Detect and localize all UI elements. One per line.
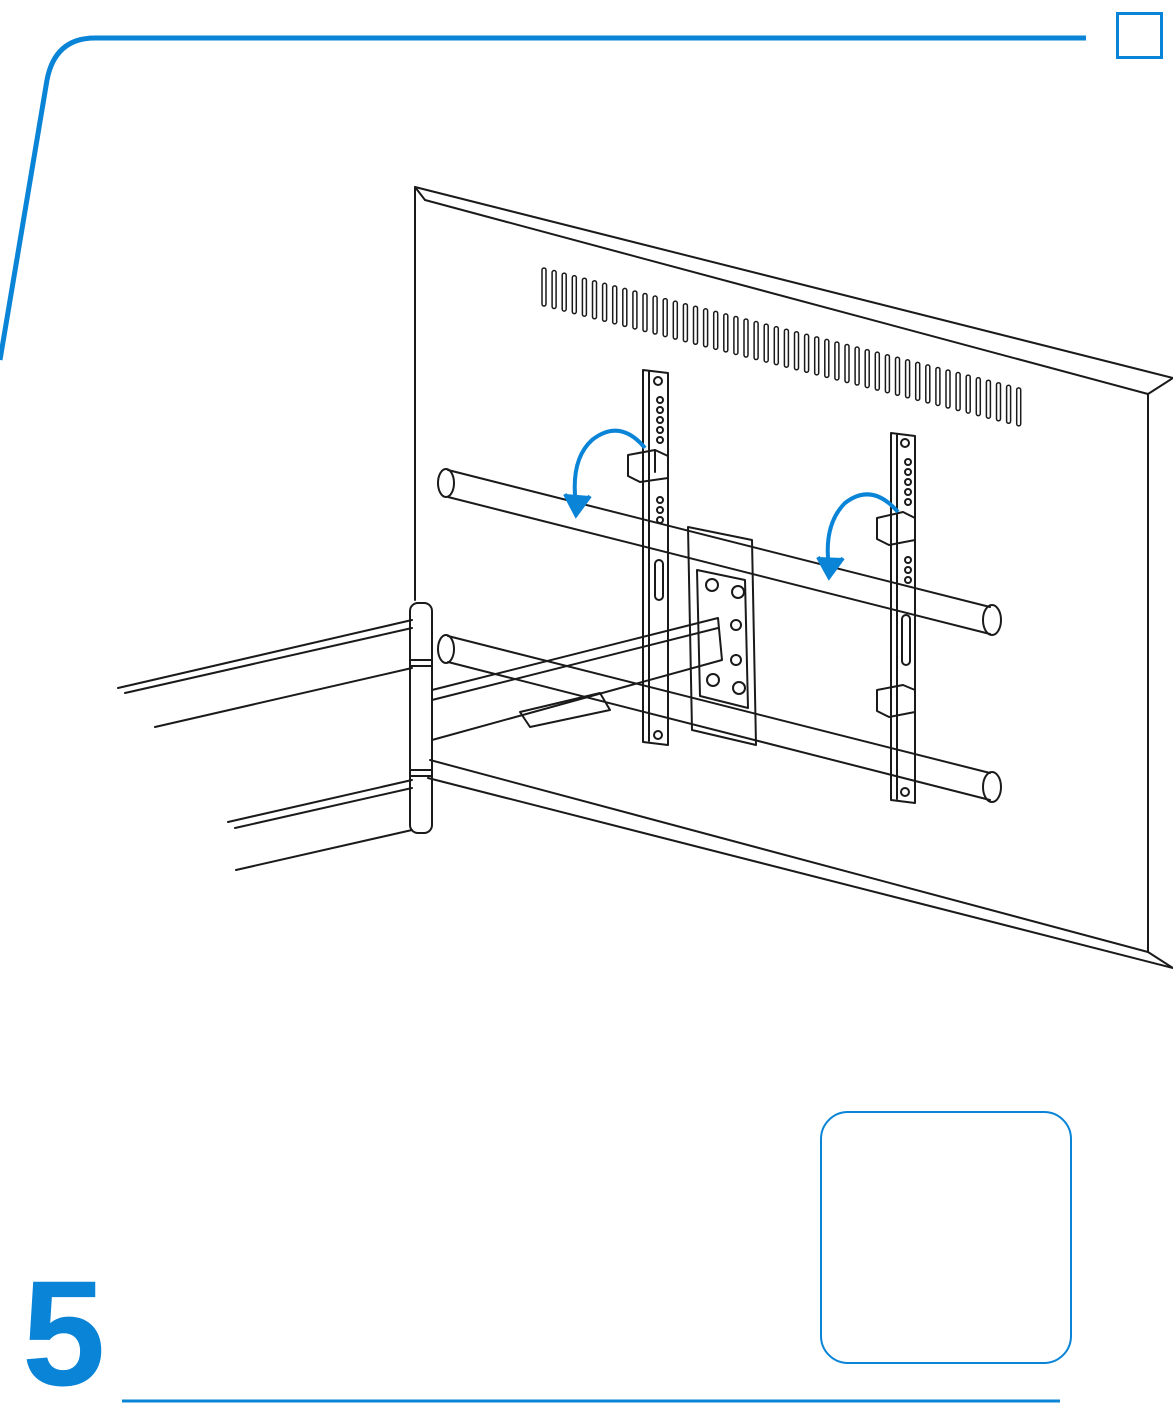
vent-slot <box>723 313 729 353</box>
vent-slot <box>712 310 719 351</box>
vent-slot <box>925 364 931 404</box>
two-person-icon-frame <box>820 1111 1072 1364</box>
vent-slot <box>854 346 860 386</box>
vent-slot <box>632 290 638 330</box>
vent-slot <box>672 300 679 340</box>
vent-slot <box>813 336 820 376</box>
checkbox-icon[interactable] <box>1116 12 1163 59</box>
vent-slot <box>834 341 840 381</box>
vent-slot <box>601 282 608 323</box>
vent-slot <box>692 305 699 345</box>
vent-slot <box>753 320 759 361</box>
vent-slot <box>864 348 870 389</box>
vent-slot <box>662 297 668 338</box>
horizontal-rail-top <box>437 468 1002 636</box>
vent-slot <box>904 359 911 399</box>
vent-slot <box>935 366 941 407</box>
vent-slot <box>1015 387 1022 427</box>
vent-slot <box>611 285 618 325</box>
vertical-bracket-right <box>876 432 916 804</box>
vent-slot <box>733 315 739 356</box>
vent-slot <box>824 338 830 379</box>
step-number: 5 <box>22 1249 106 1417</box>
vent-slot <box>884 353 891 394</box>
vent-slot <box>793 331 800 371</box>
curved-arrow-icon <box>563 428 647 519</box>
vent-slot <box>571 274 578 315</box>
vent-slot <box>642 292 648 333</box>
vent-slot <box>803 333 810 374</box>
vent-slot <box>652 295 658 335</box>
vent-slot <box>763 323 769 363</box>
vent-slot <box>975 376 982 417</box>
vent-slot <box>1005 384 1012 425</box>
vent-slot <box>965 374 971 414</box>
center-mount-plate <box>687 526 757 746</box>
vent-slot <box>561 272 567 312</box>
vent-slot <box>995 382 1002 422</box>
vent-slot <box>682 302 689 343</box>
vent-slot <box>874 351 881 391</box>
vertical-bracket-left <box>627 369 669 746</box>
wall-arm <box>117 602 433 871</box>
vent-slot <box>955 371 961 412</box>
vent-slot <box>541 267 547 307</box>
curved-arrow-icon <box>816 492 900 581</box>
vent-slot <box>783 328 790 368</box>
vent-slot <box>702 308 709 348</box>
vent-slot <box>591 280 598 320</box>
vent-slot <box>844 343 850 384</box>
page-frame-top <box>0 35 1086 361</box>
vent-slot <box>945 369 951 409</box>
vent-slot <box>622 287 628 328</box>
vent-slot <box>773 325 780 366</box>
tv-vents <box>541 267 1022 427</box>
vent-slot <box>743 318 749 358</box>
vent-slot <box>581 277 588 317</box>
vent-slot <box>551 269 557 310</box>
horizontal-rail-bottom <box>437 634 1002 803</box>
tv-panel <box>414 186 1173 969</box>
vent-slot <box>985 379 992 419</box>
vent-slot <box>894 356 901 396</box>
vent-slot <box>914 361 921 402</box>
